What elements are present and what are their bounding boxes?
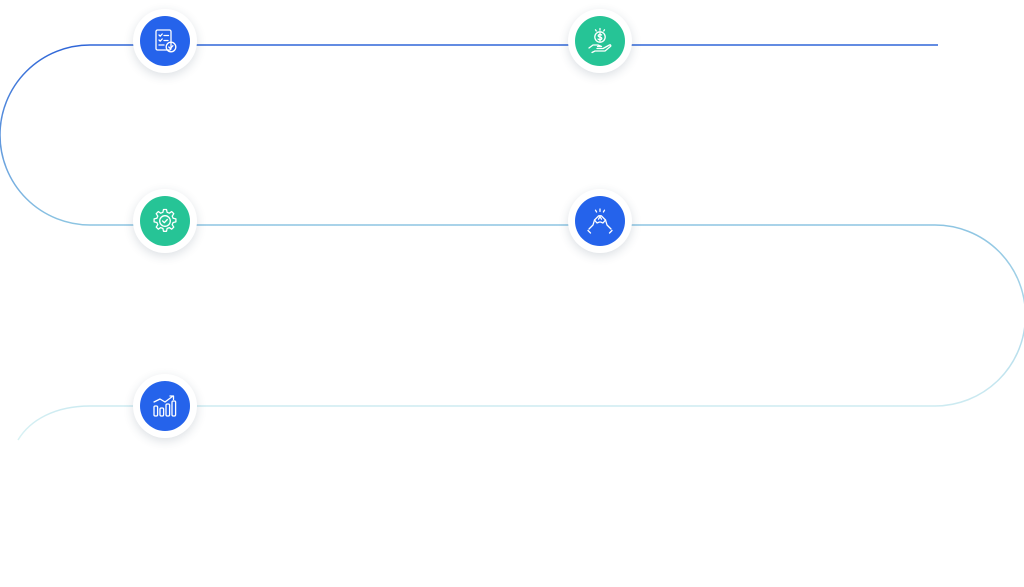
document-checklist-icon — [155, 29, 177, 53]
step-node-1-circle — [140, 16, 190, 66]
step-node-1[interactable] — [133, 9, 197, 73]
step-node-3-circle — [140, 196, 190, 246]
step-node-2-circle — [575, 16, 625, 66]
step-node-4[interactable] — [568, 189, 632, 253]
gear-check-icon — [153, 208, 177, 232]
step-node-5-circle — [140, 381, 190, 431]
timeline-path — [0, 44, 1024, 441]
step-node-3[interactable] — [133, 189, 197, 253]
growth-bar-chart-icon — [153, 395, 177, 417]
step-node-5[interactable] — [133, 374, 197, 438]
step-node-4-circle — [575, 196, 625, 246]
hand-holding-dollar-icon — [588, 27, 612, 54]
high-five-hands-icon — [587, 208, 613, 234]
step-node-2[interactable] — [568, 9, 632, 73]
